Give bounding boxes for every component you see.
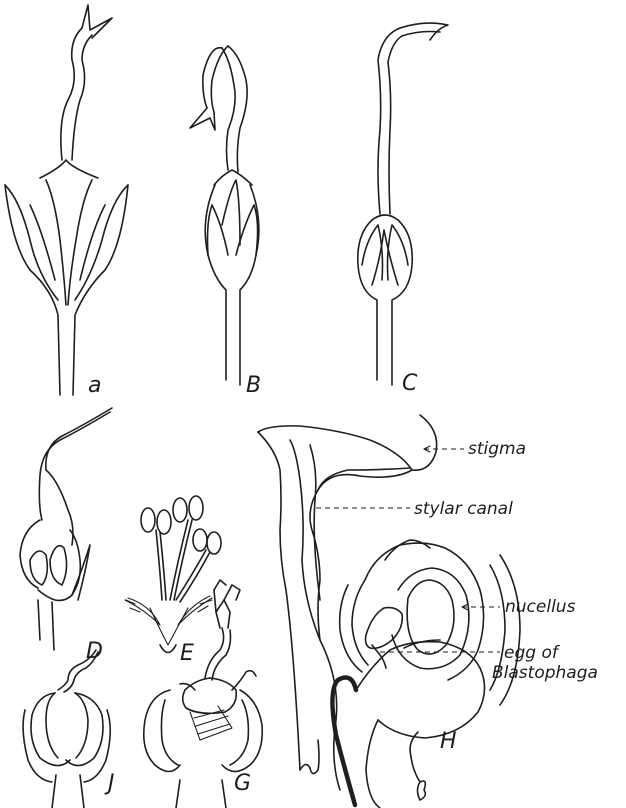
label-stylar-canal: stylar canal bbox=[414, 499, 513, 519]
figure-letter-g: G bbox=[234, 771, 251, 796]
figure-a-flower-with-forked-style bbox=[5, 5, 128, 395]
label-egg-line2: Blastophaga bbox=[492, 663, 598, 683]
figure-d-flower-young bbox=[20, 408, 112, 650]
figure-letter-j: J bbox=[104, 771, 115, 796]
figure-letter-d: D bbox=[86, 639, 103, 664]
label-nucellus: nucellus bbox=[505, 597, 576, 617]
figure-j-fig-section bbox=[23, 650, 110, 808]
label-egg-line1: egg of bbox=[504, 643, 561, 663]
figure-c-flower-long-hooked-style bbox=[358, 23, 448, 385]
figure-h-long-section bbox=[258, 415, 520, 808]
figure-letter-b: B bbox=[246, 373, 261, 398]
figure-letter-e: E bbox=[180, 641, 194, 666]
figure-b-flower-hooked-style bbox=[190, 46, 259, 385]
figure-e-stamens bbox=[125, 496, 221, 653]
figure-letter-c: C bbox=[402, 371, 418, 396]
figure-letter-a: a bbox=[88, 373, 101, 398]
label-stigma: stigma bbox=[468, 439, 526, 459]
figure-letter-h: H bbox=[440, 729, 457, 754]
